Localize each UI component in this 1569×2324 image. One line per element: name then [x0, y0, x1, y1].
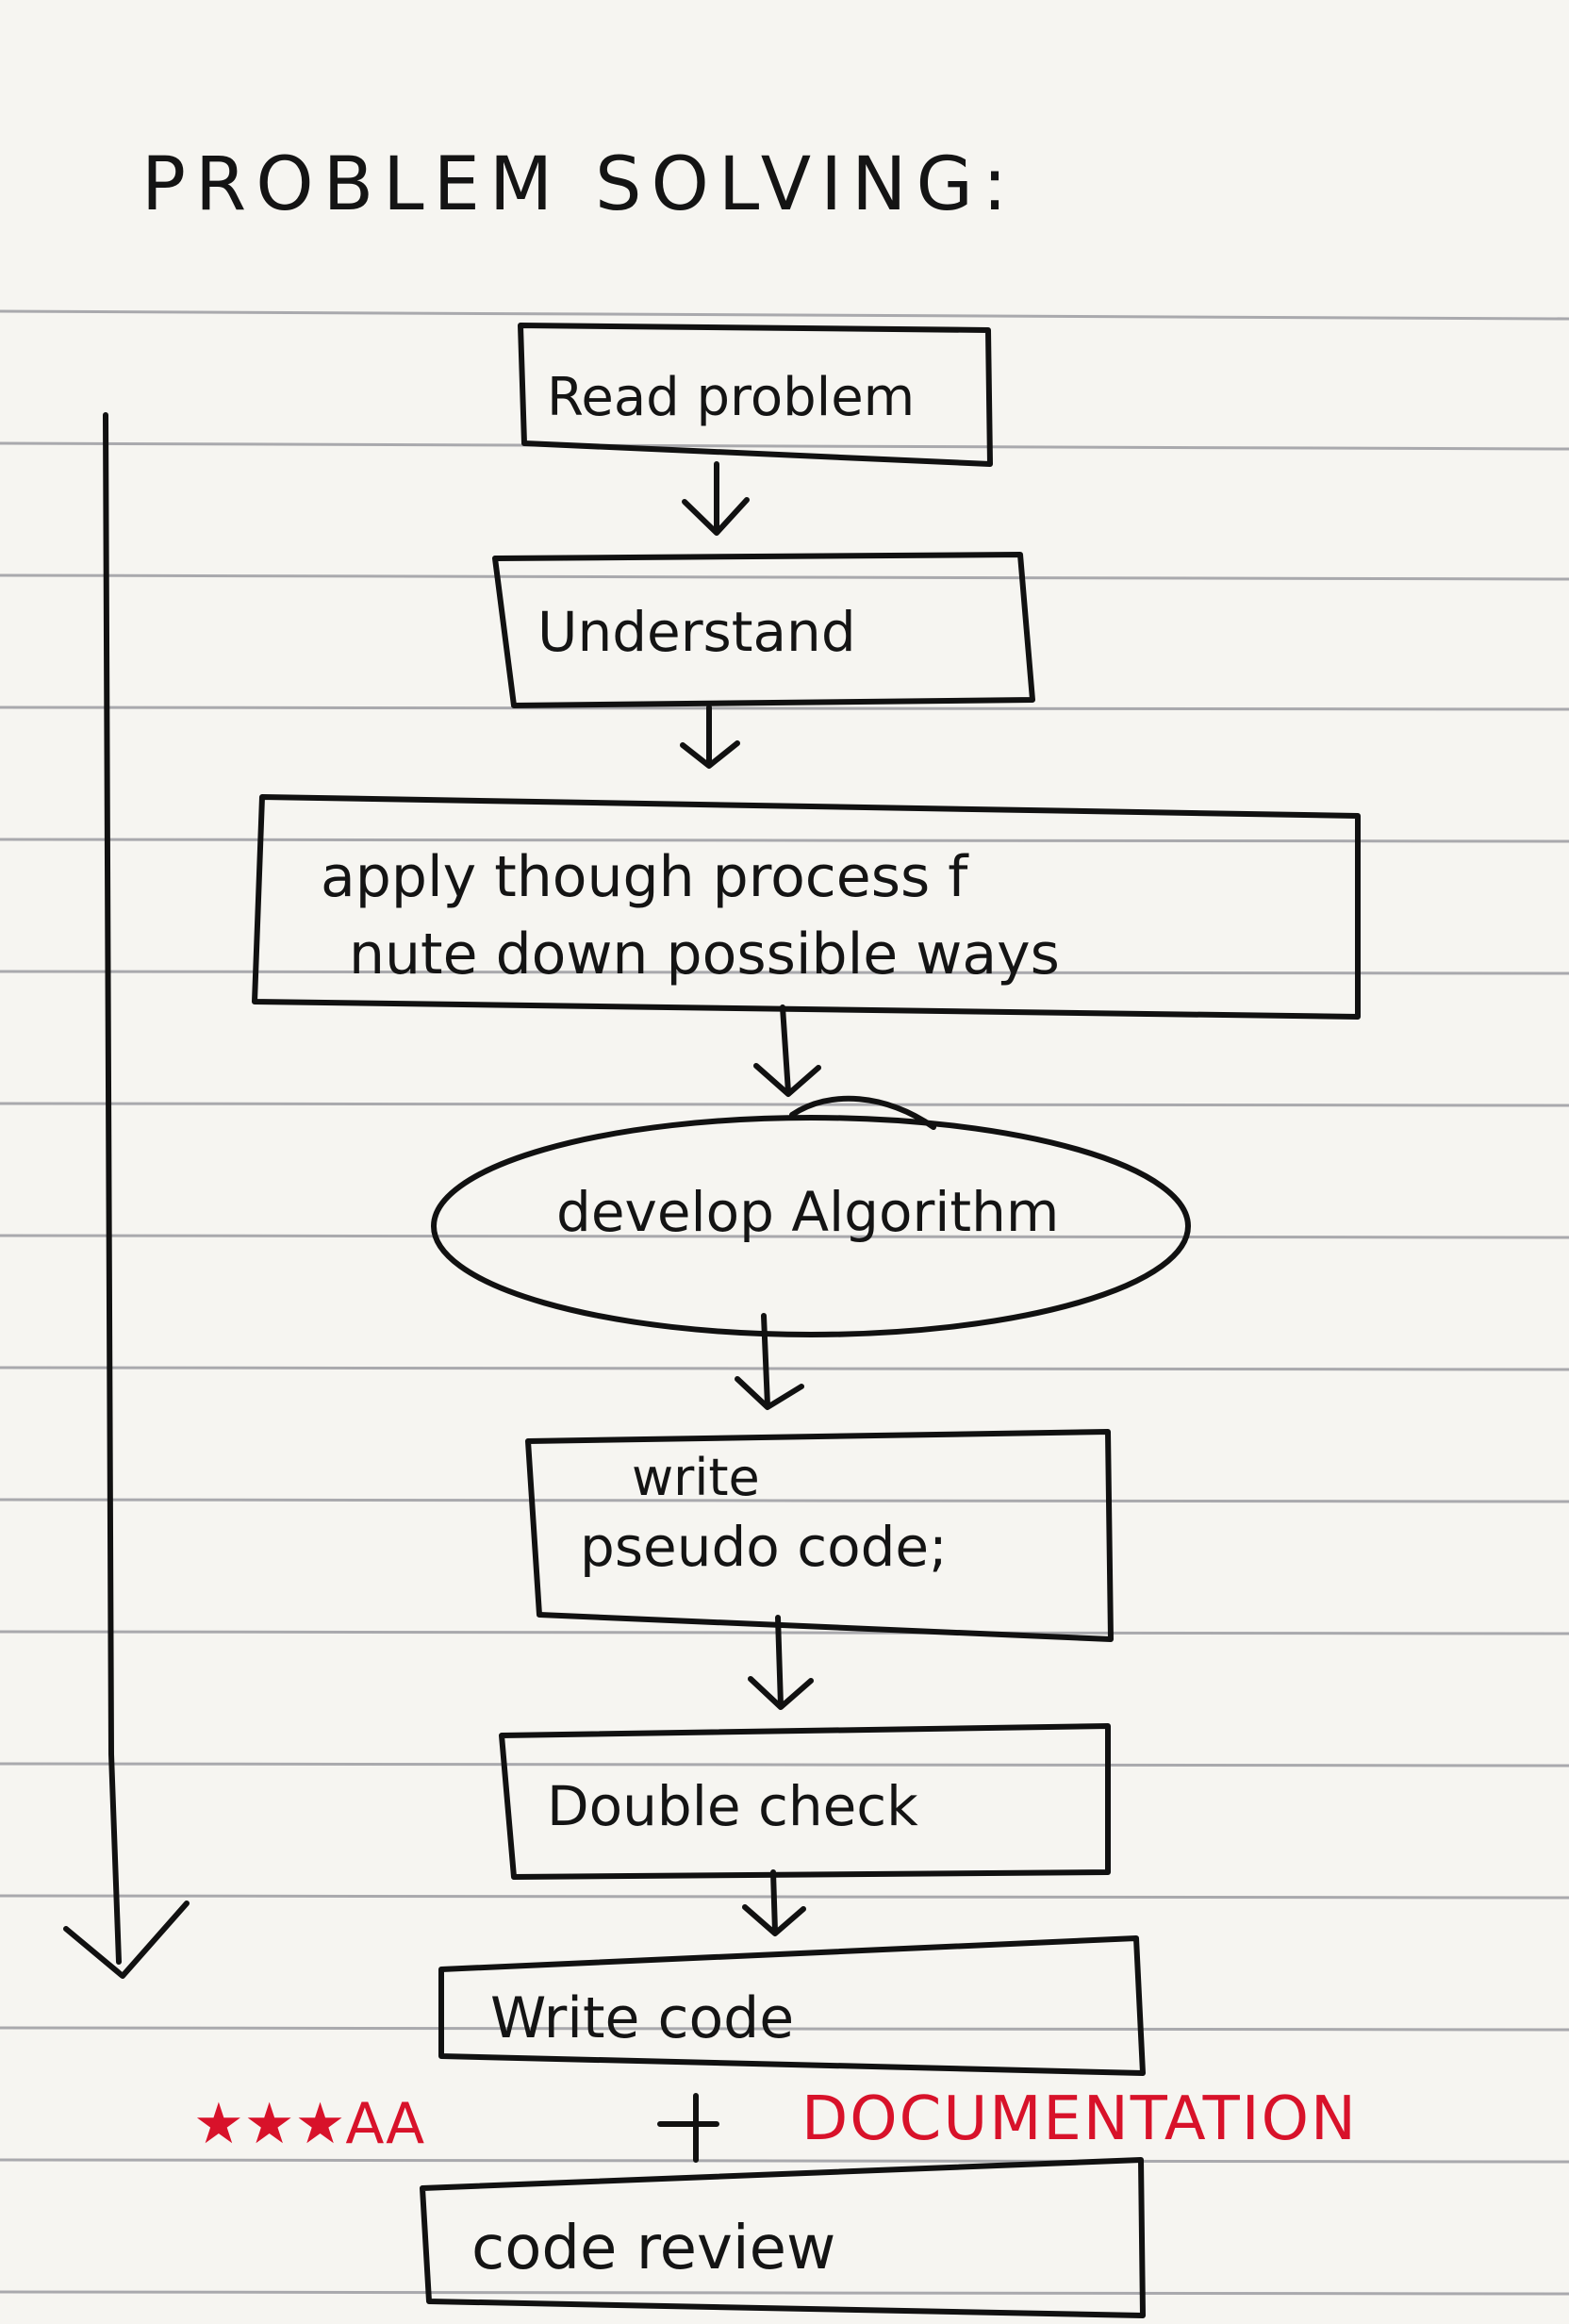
arrow-down-icon — [753, 1004, 821, 1097]
left-flow-arrow — [63, 412, 190, 1979]
step-develop-label: develop Algorithm — [556, 1180, 1059, 1244]
step-code-review-label: code review — [471, 2214, 835, 2283]
step-read-problem-label: Read problem — [547, 367, 915, 428]
step-double-check-label: Double check — [547, 1774, 918, 1838]
step-apply-line2: nute down possible ways — [349, 921, 1060, 988]
plus-arrow-icon — [657, 2093, 719, 2163]
ink-stroke — [789, 1095, 936, 1130]
step-apply-thought-process: apply though process f nute down possibl… — [252, 794, 1361, 1020]
step-understand: Understand — [492, 552, 1035, 708]
step-understand-label: Understand — [537, 600, 856, 664]
step-write-code-label: Write code — [490, 1985, 794, 2051]
step-write-code: Write code — [438, 1935, 1146, 2076]
arrow-down-icon — [742, 1869, 806, 1936]
step-write-pseudo-code: write pseudo code; — [525, 1429, 1114, 1642]
step-develop-algorithm: develop Algorithm — [431, 1115, 1191, 1337]
step-pseudo-line2: pseudo code; — [580, 1515, 948, 1579]
step-code-review: code review — [420, 2157, 1146, 2318]
step-pseudo-line1: write — [632, 1448, 760, 1507]
arrow-down-icon — [682, 461, 750, 536]
arrow-down-icon — [748, 1615, 814, 1710]
arrow-down-icon — [680, 705, 740, 769]
ruled-lines — [0, 309, 1569, 2296]
priority-stars: ★★★AA — [193, 2091, 424, 2157]
step-read-problem: Read problem — [518, 323, 993, 467]
step-apply-line1: apply though process f — [321, 844, 969, 910]
documentation-note: DOCUMENTATION — [801, 2084, 1358, 2154]
arrow-down-icon — [735, 1313, 804, 1410]
step-double-check: Double check — [499, 1723, 1111, 1880]
page-title: PROBLEM SOLVING: — [141, 142, 1016, 227]
